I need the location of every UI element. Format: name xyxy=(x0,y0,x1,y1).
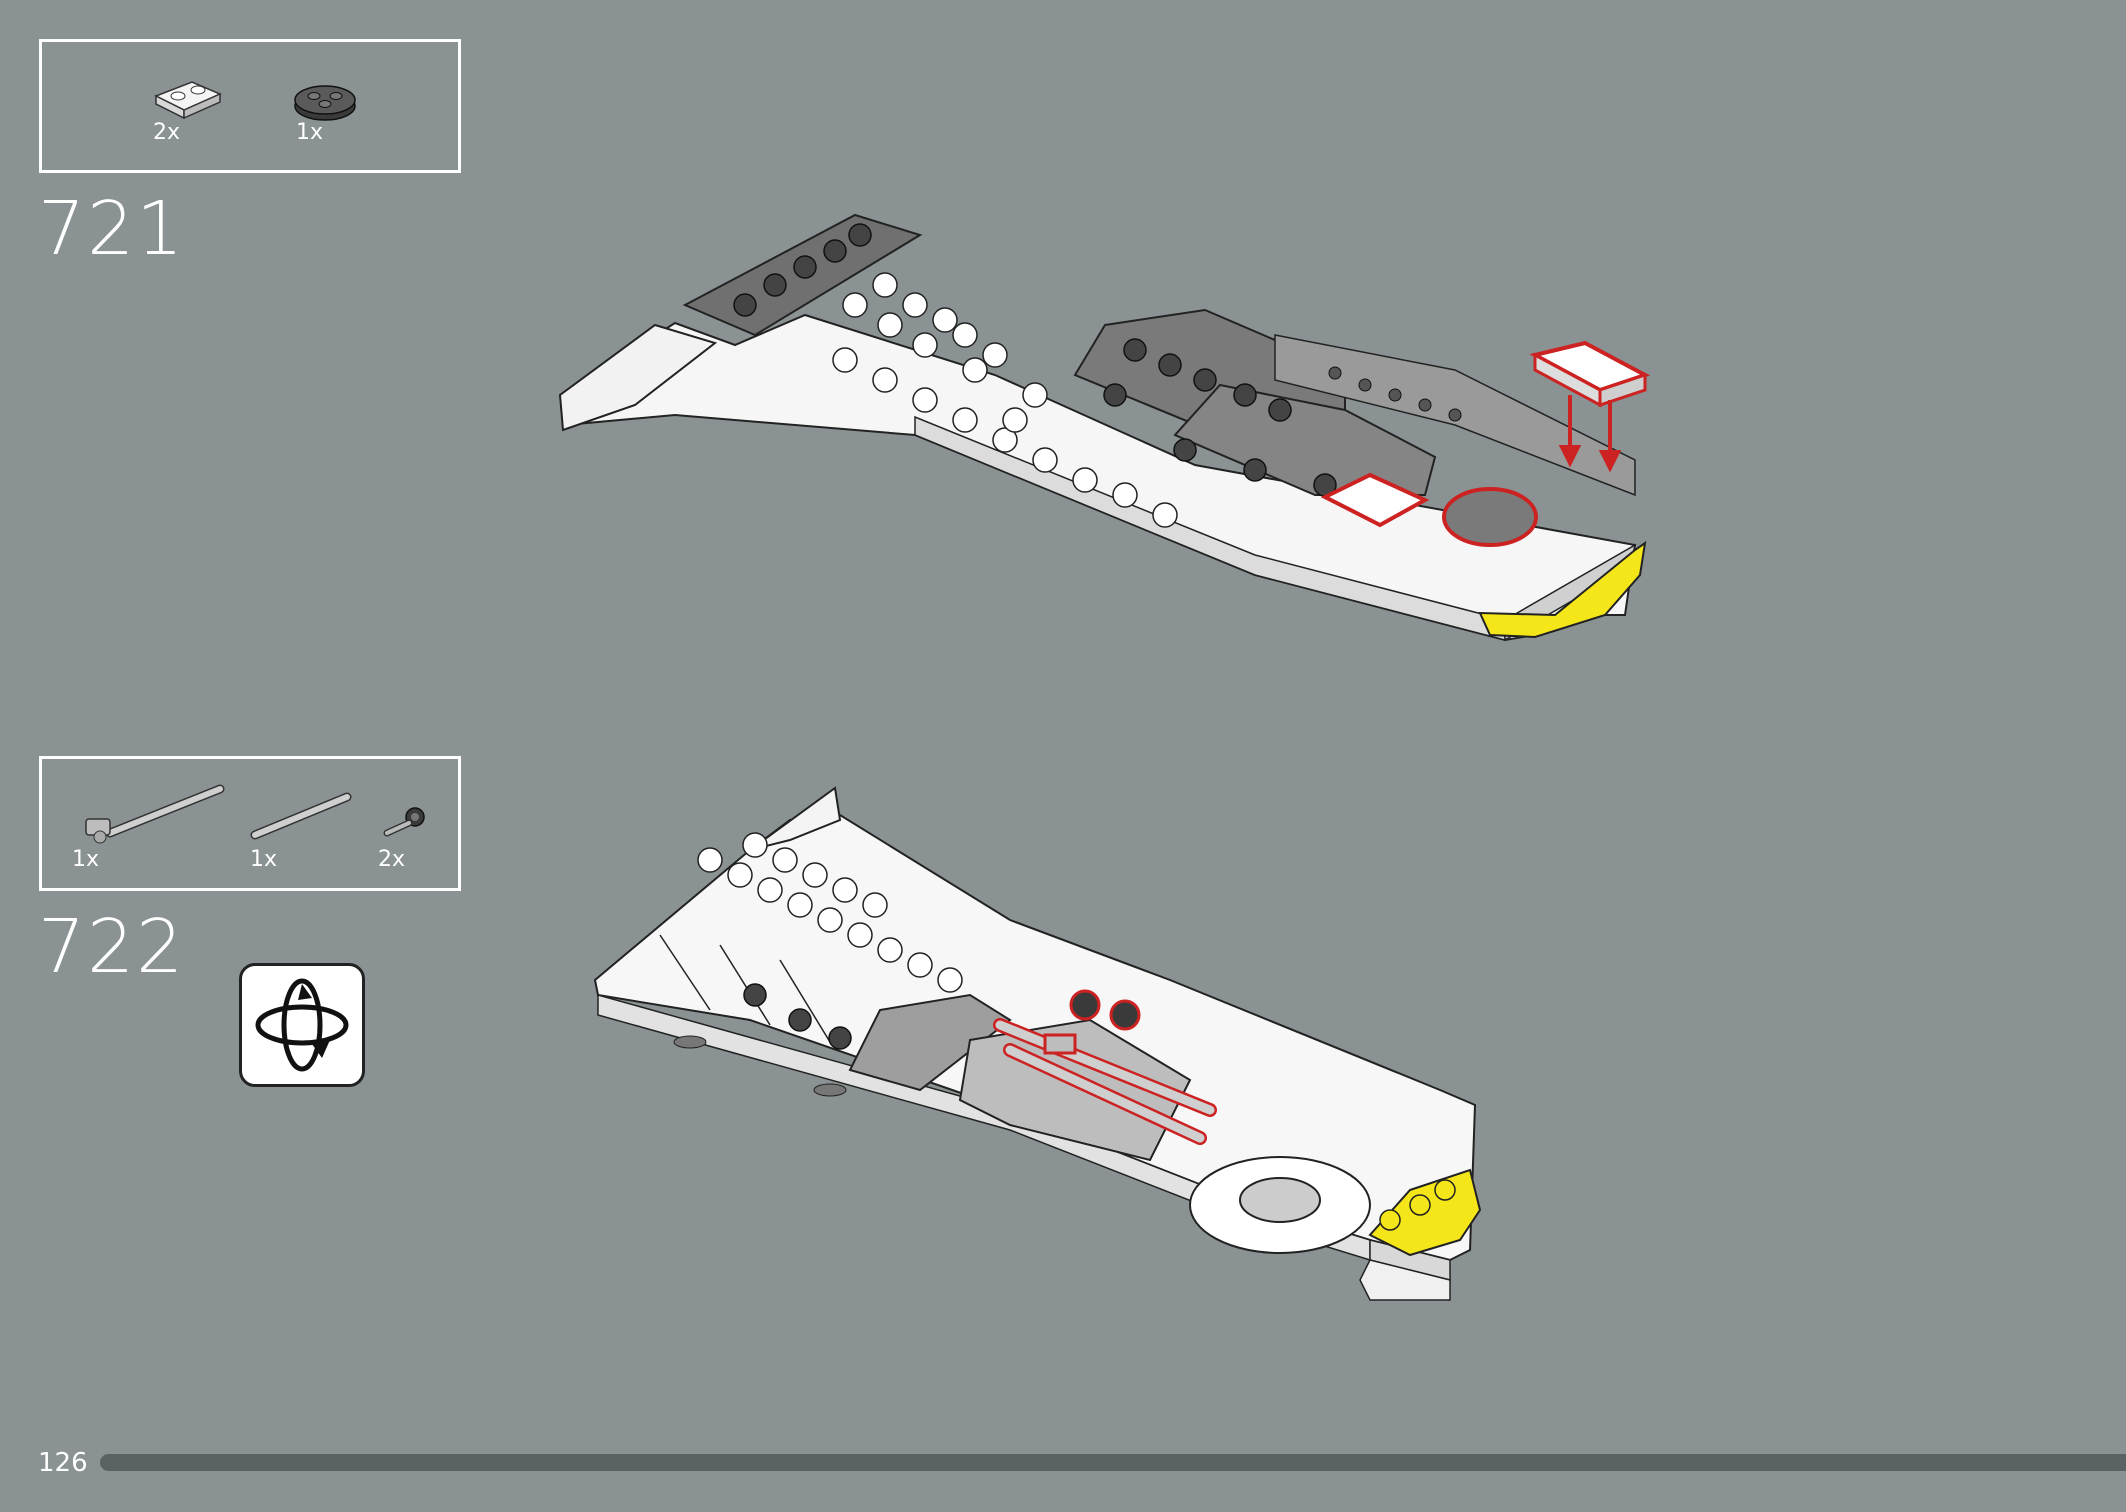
rotate-model-icon xyxy=(239,963,365,1087)
part-quantity: 2x xyxy=(153,120,181,145)
step-722-model-illustration xyxy=(593,786,1482,1301)
long-bar-with-clip-icon xyxy=(85,784,225,844)
step-721-model-illustration xyxy=(558,213,1651,642)
dark-gray-round-plate-icon xyxy=(294,85,356,121)
step-number: 722 xyxy=(38,904,186,990)
step-number: 721 xyxy=(38,186,186,272)
page-number: 126 xyxy=(38,1448,88,1478)
white-plate-1x2-icon xyxy=(154,81,222,120)
progress-bar xyxy=(100,1454,2126,1471)
parts-callout-step-722: 1x 1x 2x xyxy=(39,756,461,891)
part-quantity: 1x xyxy=(250,847,278,872)
bar-holder-clip-icon xyxy=(383,807,425,837)
part-quantity: 1x xyxy=(72,847,100,872)
parts-callout-step-721: 2x 1x xyxy=(39,39,461,173)
part-quantity: 2x xyxy=(378,847,406,872)
gray-bar-icon xyxy=(250,792,352,840)
part-quantity: 1x xyxy=(296,120,324,145)
